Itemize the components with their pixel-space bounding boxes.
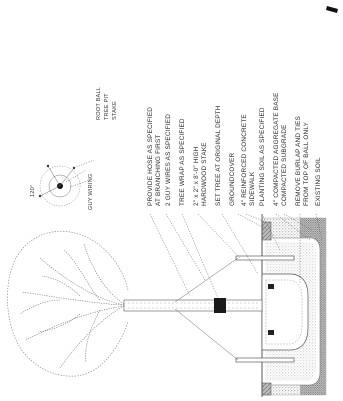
stake-upper [235,255,295,261]
plan-label-stake: STAKE [112,101,118,120]
sidewalk-slab-top [261,221,272,241]
note-1: PROVIDE HOSE AS SPECIFIED [147,107,154,206]
note-3: TREE WRAP AS SPECIFIED [179,118,186,206]
note-6: GROUNDCOVER [229,152,236,206]
branch-10 [19,299,61,315]
canopy-outline [7,230,129,377]
note-12: EXISTING SOIL [315,157,322,206]
branch-8 [63,249,101,301]
guy-wire-lower [174,308,239,361]
note-7: 4" REINFORCED CONCRETE [241,114,248,206]
tree-wrap [214,298,226,313]
branch-4 [59,305,125,369]
plan-inset: 120° ROOT BALL TREE PIT STAKE GUY WIRING [30,87,118,210]
plan-label-tree-pit: TREE PIT [104,93,110,120]
note-5: SET TREE AT ORIGINAL DEPTH [215,105,222,206]
stake-cap-2 [268,330,274,335]
sidewalk-slab-bottom [261,382,272,396]
note-leaders [149,213,323,299]
note-11: REMOVE BURLAP AND TIES [295,116,302,206]
note-11b: FROM TOP OF BALL ONLY [303,121,310,206]
stake-lower [235,357,295,363]
note-4: 2" x 2" x 8'-0" HIGH [193,146,200,206]
corner-mark [326,6,338,13]
branch-9 [85,309,101,363]
plan-root-ball [48,174,72,198]
stake-cap-1 [268,284,274,289]
branch-1 [39,257,125,306]
note-8: PLANTING SOIL AS SPECIFIED [259,107,266,206]
note-2: 2 GUY WIRES AS SPECIFIED [165,114,172,206]
branch-2 [21,291,125,306]
note-9: 4" COMPACTED AGGREGATE BASE [273,92,280,206]
tree [7,230,263,377]
compass-angle: 120° [30,185,36,197]
plan-caption: GUY WIRING [88,174,94,210]
branch-7 [37,313,81,333]
note-1b: AT BRANCHING FIRST [155,134,162,206]
branch-5 [83,243,125,305]
note-4b: HARDWOOD STAKE [201,142,208,206]
plan-tree-pit [39,165,81,207]
burlap-outline [265,279,303,345]
ground-section [235,214,327,397]
guy-wire-upper [174,257,239,303]
branch-6 [41,275,81,297]
branch-3 [25,305,125,341]
plan-label-root-ball: ROOT BALL [96,87,102,120]
notes: PROVIDE HOSE AS SPECIFIED AT BRANCHING F… [147,92,322,206]
note-10: COMPACTED SUBGRADE [281,124,288,206]
note-7b: SIDEWALK [249,171,256,206]
tree-trunk [123,299,263,312]
